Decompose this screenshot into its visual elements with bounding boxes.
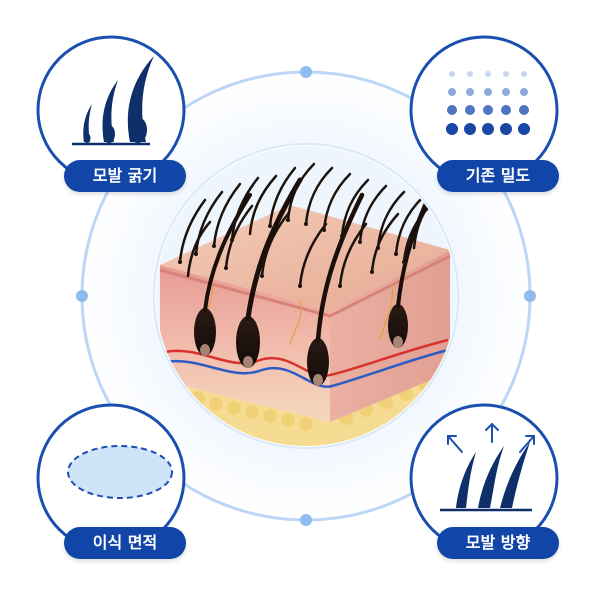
hair-thickness-icon: [72, 56, 154, 146]
ring-dot-bottom: [300, 514, 312, 526]
transplant-area-badge: [36, 403, 186, 553]
ring-dot-left: [76, 290, 88, 302]
dashed-ellipse-area-icon: [67, 445, 173, 499]
dot-density-grid-icon: [446, 71, 530, 135]
existing-density-badge: [409, 35, 559, 185]
hair-thickness-label: 모발 굵기: [64, 160, 186, 192]
hair-thickness-badge: [36, 35, 186, 185]
transplant-area-label: 이식 면적: [64, 527, 186, 559]
hair-direction-label: 모발 방향: [437, 527, 559, 559]
hair-direction-badge: [409, 403, 559, 553]
ring-dot-top: [300, 66, 312, 78]
ring-dot-right: [524, 290, 536, 302]
hair-direction-arrows-icon: [440, 422, 535, 512]
existing-density-label: 기존 밀도: [437, 160, 559, 192]
